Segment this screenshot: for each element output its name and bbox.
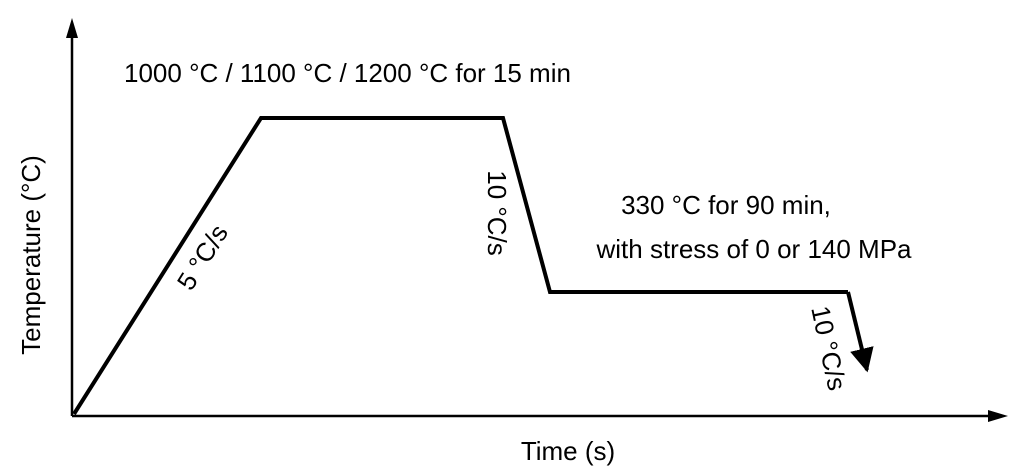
y-axis-arrow-icon [66, 18, 78, 38]
heating-rate-label: 5 °C/s [171, 219, 234, 295]
cooling-rate-2-label: 10 °C/s [805, 303, 852, 393]
axes [66, 18, 1008, 422]
y-axis-label: Temperature (°C) [16, 155, 46, 355]
final-cooling-segment [846, 291, 874, 373]
temperature-profile [72, 116, 848, 416]
cooling-rate-1-label: 10 °C/s [482, 170, 512, 256]
hold-high-annotation: 1000 °C / 1100 °C / 1200 °C for 15 min [124, 58, 571, 88]
x-axis-label: Time (s) [521, 436, 615, 466]
hold-low-annotation-line1: 330 °C for 90 min, [621, 190, 831, 220]
x-axis-arrow-icon [988, 410, 1008, 422]
hold-low-annotation-line2: with stress of 0 or 140 MPa [595, 234, 912, 264]
